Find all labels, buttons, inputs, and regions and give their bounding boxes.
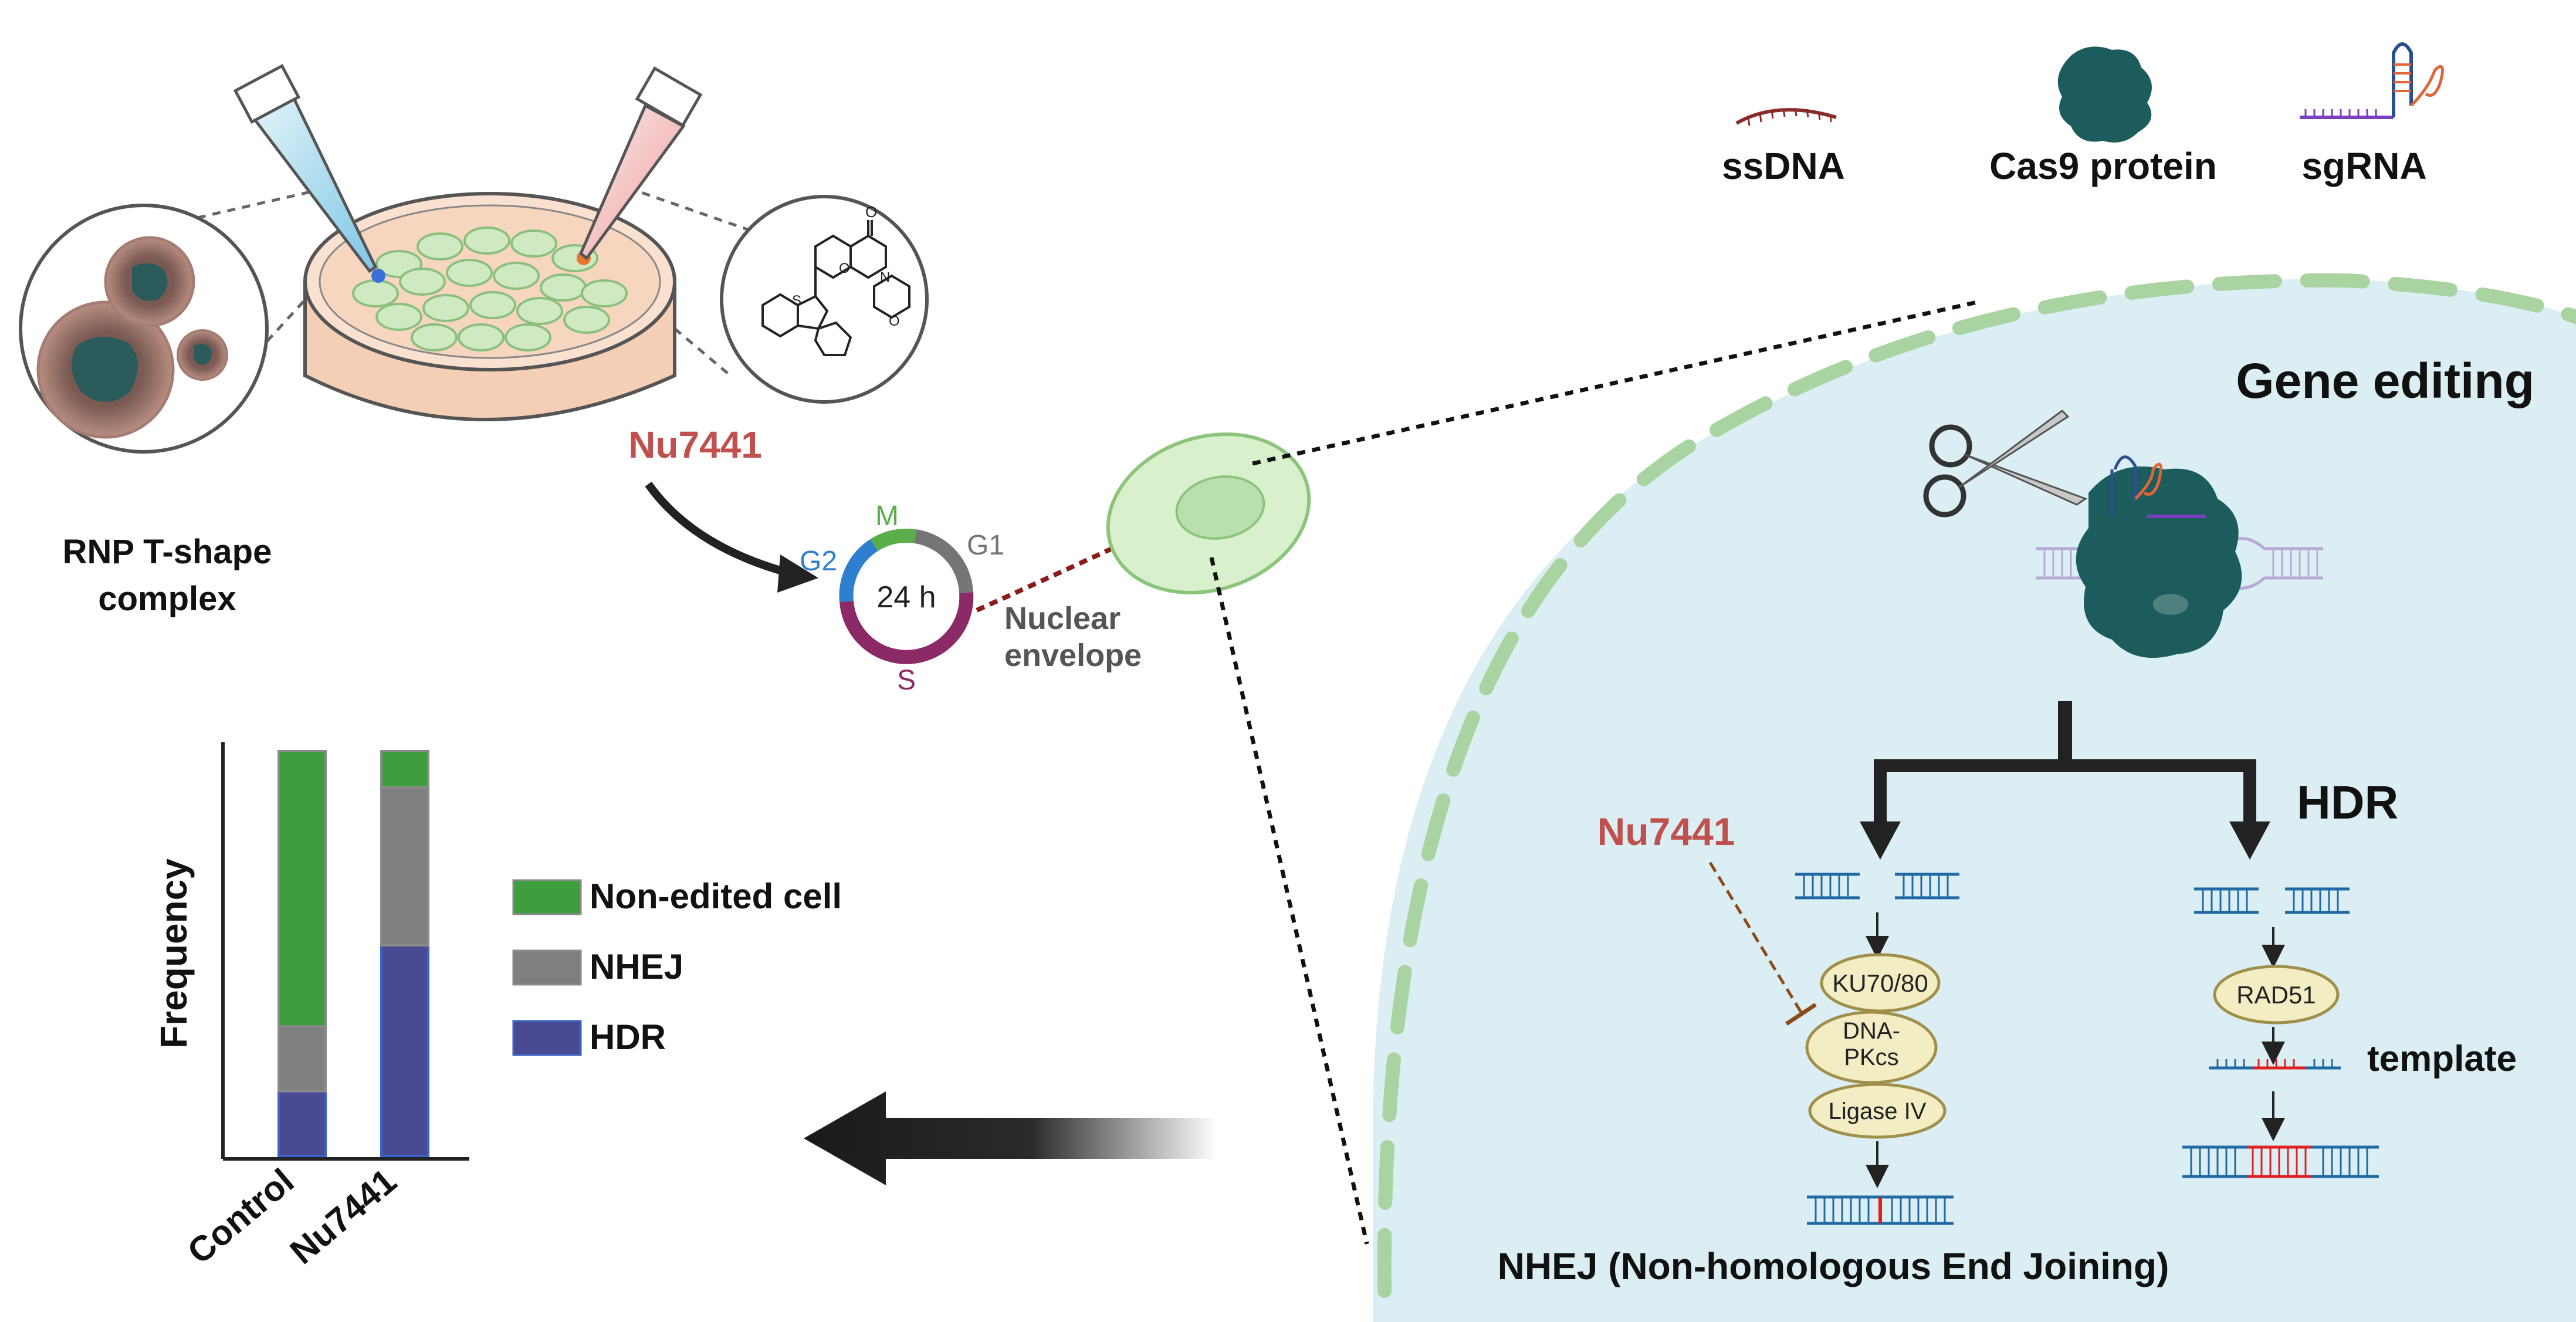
hdr-pathway: RAD51 template [2182,887,2517,1178]
bar-nu7441-nhej [380,786,429,947]
bar-nu7441-non-edited-cell [380,750,429,789]
legend-swatch-non-edited-cell [512,879,582,915]
chemical-structure-icon [761,220,910,356]
template-strand [2209,1059,2341,1070]
cycle-s-arc [840,592,974,664]
cycle-g2-arc [839,539,878,603]
chart-bars [277,750,429,1157]
legend-cas9: Cas9 protein [1989,46,2217,187]
cas9-protein-shape [2076,466,2242,658]
svg-text:S: S [792,293,801,309]
drug-to-cycle-arrow [645,481,787,576]
bar-control-hdr [277,1090,327,1157]
sgrna-label: sgRNA [2301,145,2426,187]
cycle-g1-label: G1 [967,530,1004,561]
legend-sgrna: sgRNA [2300,42,2444,187]
inhibition-line [1708,861,1803,1013]
blue-drop [371,269,385,283]
nhej-repaired-dna [1807,1195,1954,1225]
rnp-complex-label-2: complex [98,580,236,618]
bar-control-nhej [277,1025,327,1093]
rad51-node [2213,965,2340,1025]
cas9-protein-icon [2057,46,2152,143]
cycle-g2-label: G2 [800,546,837,577]
pipette-blue [233,64,378,273]
hdr-repaired-dna [2182,1145,2379,1178]
nhej-full-label: NHEJ (Non-homologous End Joining) [1498,1245,2169,1287]
cycle-s-label: S [897,665,916,696]
cycle-g1-arc [913,529,973,593]
x-tick-control: Control [180,1161,301,1272]
sgrna-icon [2300,42,2444,119]
branch-arrow [1874,759,2256,827]
bar-nu7441-hdr [380,944,429,1157]
rad51-label: RAD51 [2236,981,2316,1009]
cycle-m-label: M [875,501,899,532]
rnp-zoom-circle [19,204,269,454]
cycle-duration: 24 h [876,580,936,614]
nhej-pathway: KU70/80 DNA- PKcs Ligase IV [1795,873,1959,1225]
svg-text:O: O [865,203,877,221]
result-arrow [804,1091,1217,1185]
zoom-line-top [1252,300,1978,466]
cell-cycle-ring: 24 h M G1 G2 S [800,501,1004,696]
legend-ssdna: ssDNA [1722,107,1845,187]
bar-control-non-edited-cell [277,750,327,1028]
dnapk-label-1: DNA- [1843,1018,1900,1044]
legend-swatch-nhej [512,949,582,986]
ligase-node [1808,1083,1947,1139]
nhej-broken-dna [1795,873,1959,900]
cas9-dna-complex [2036,455,2323,658]
gene-editing-title: Gene editing [2236,353,2534,408]
cycle-m-arc [870,528,916,552]
x-tick-nu7441: Nu7441 [283,1161,404,1272]
zoom-line-bottom [1209,557,1369,1245]
nu7441-label: Nu7441 [628,424,762,466]
nuclear-envelope-label-1: Nuclear [1004,601,1121,636]
green-cell [1106,432,1311,594]
ligase-label: Ligase IV [1829,1098,1927,1124]
scissors-icon [1923,410,2088,518]
pipette-pink [578,66,703,261]
legend-label-hdr: HDR [590,1017,666,1057]
rnp-complex-label-1: RNP T-shape [63,533,272,571]
legend-swatch-hdr [512,1020,582,1056]
legend-label-nhej: NHEJ [590,947,683,986]
green-cell-nucleus [1175,475,1265,540]
svg-text:O: O [889,313,900,329]
chart-ylabel: Frequency [153,858,195,1049]
hdr-branch-label: HDR [2297,776,2398,829]
svg-text:O: O [839,261,850,276]
nu7441-structure-circle: S O O N O [720,195,929,404]
dnapk-label-2: PKcs [1844,1044,1898,1070]
template-label: template [2367,1039,2517,1079]
nuclear-envelope-label-2: envelope [1004,638,1142,673]
dnapk-node [1805,1010,1938,1084]
nuclear-envelope-dashes [1377,273,2576,1298]
svg-text:N: N [880,269,890,285]
cas9-label: Cas9 protein [1989,145,2217,187]
legend-label-non-edited-cell: Non-edited cell [590,877,842,916]
ku-label: KU70/80 [1832,969,1928,997]
ssdna-icon [1735,108,1837,125]
nu7441-inhibitor-label: Nu7441 [1597,810,1735,853]
ssdna-label: ssDNA [1722,145,1845,187]
petri-dish [303,192,676,421]
